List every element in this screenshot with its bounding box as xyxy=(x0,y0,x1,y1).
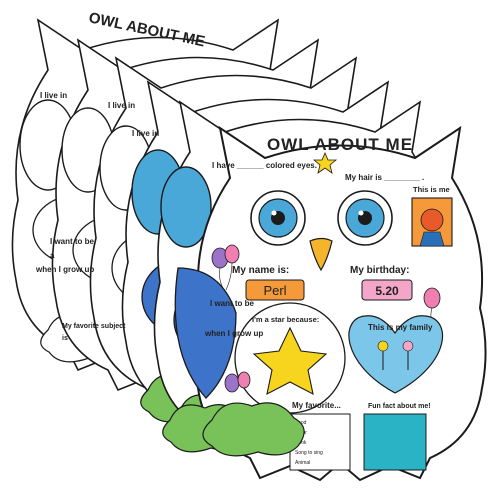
back-want-grow-1: when I grow up xyxy=(35,265,94,274)
star-icon xyxy=(312,151,338,174)
back-want-a-1: a xyxy=(50,251,55,260)
name-prompt: My name is: xyxy=(232,265,289,276)
balloon-icon xyxy=(224,371,251,393)
star-icon xyxy=(252,326,328,396)
back-live-in-1: I live in xyxy=(40,91,67,100)
favorite-animal: Animal xyxy=(295,460,310,466)
heart-icon xyxy=(348,315,444,394)
this-is-me-label: This is me xyxy=(413,185,450,194)
name-box xyxy=(245,279,305,301)
back-live-in-2: I live in xyxy=(108,101,135,110)
back-live-in-3: I live in xyxy=(132,129,159,138)
balloon-icon xyxy=(211,244,240,291)
front-want-line3: when I grow up xyxy=(204,329,263,338)
fun-fact-card xyxy=(363,413,427,471)
cloud-icon xyxy=(202,402,305,457)
sheet-front: OWL ABOUT ME I have ______ colored eyes.… xyxy=(174,127,487,481)
favorite-book: Book xyxy=(295,440,307,446)
left-wing xyxy=(174,267,237,399)
left-eye xyxy=(250,190,306,246)
back-fav-is-1: is xyxy=(62,335,68,342)
family-prompt: This is my family xyxy=(368,323,433,332)
my-favorite-label: My favorite... xyxy=(292,401,341,410)
beak xyxy=(309,237,333,272)
star-prompt: I'm a star because: xyxy=(252,315,319,324)
birthday-value: 5.20 xyxy=(375,284,399,298)
name-value: Perl xyxy=(263,283,286,298)
birthday-box xyxy=(361,279,413,301)
back-want-1: I want to be xyxy=(50,237,95,246)
fun-fact-label: Fun fact about me! xyxy=(368,403,431,410)
portrait-face xyxy=(420,208,444,232)
birthday-prompt: My birthday: xyxy=(350,265,409,276)
favorite-song: Song to sing xyxy=(295,450,323,456)
back-fav-subject-1: My favorite subject xyxy=(62,323,126,330)
eyes-prompt: I have ______ colored eyes. xyxy=(212,161,317,170)
front-want-line1: I want to be xyxy=(210,299,255,308)
right-eye xyxy=(337,190,393,246)
sheet-title: OWL ABOUT ME xyxy=(267,135,413,154)
hair-prompt: My hair is ________ . xyxy=(345,173,424,182)
